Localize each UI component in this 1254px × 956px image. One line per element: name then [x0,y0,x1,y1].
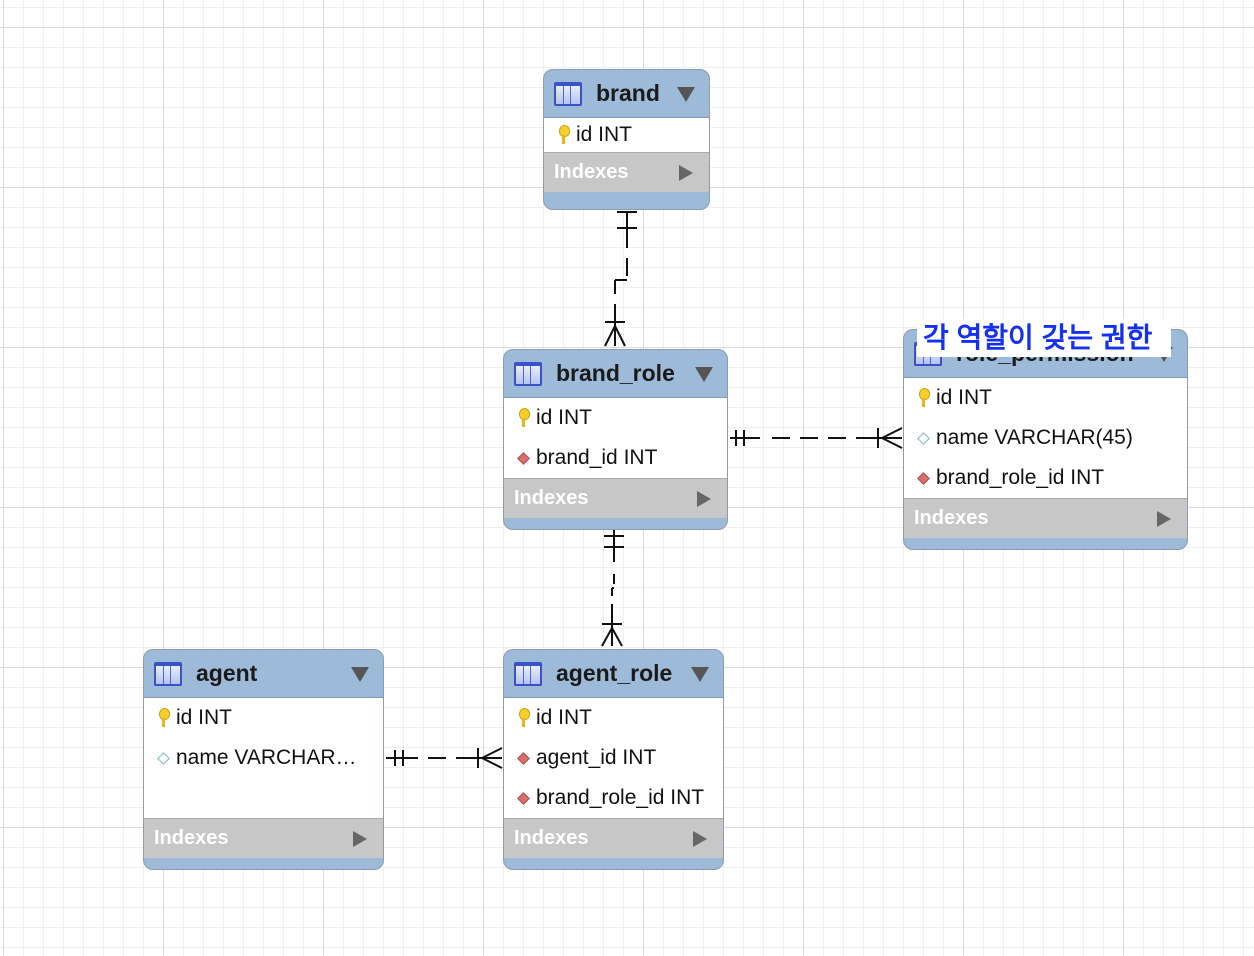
column-row[interactable]: brand_role_id INT [504,778,723,818]
key-icon [554,125,572,145]
column-label: id INT [176,706,233,729]
indexes-bar[interactable]: Indexes [144,818,383,858]
table-header[interactable]: agent_role [504,650,723,698]
table-footer [504,518,727,529]
table-header[interactable]: agent [144,650,383,698]
column-list: id INT name VARCHAR… [144,698,383,818]
table-footer [144,858,383,869]
column-label: id INT [576,123,633,146]
table-footer [544,192,709,206]
collapse-caret-icon[interactable] [691,667,709,682]
indexes-label: Indexes [154,827,229,849]
table-footer [504,858,723,869]
collapse-caret-icon[interactable] [695,367,713,382]
table-icon [154,661,182,686]
column-label: id INT [936,386,993,409]
table-brand[interactable]: brand id INT Indexes [543,69,710,210]
column-row[interactable]: name VARCHAR… [144,738,383,778]
relationship-brand-role-agent-role[interactable] [601,530,624,647]
indexes-label: Indexes [514,827,589,849]
column-row[interactable]: agent_id INT [504,738,723,778]
column-row[interactable]: id INT [144,698,383,738]
relationship-brand-brand-role[interactable] [604,211,637,347]
empty-row [144,778,383,818]
table-agent[interactable]: agent id INT name VARCHAR… Indexes [143,649,384,870]
table-icon [554,81,582,106]
expand-arrow-icon[interactable] [693,831,707,847]
column-list: id INT [544,118,709,152]
column-label: id INT [536,406,593,429]
column-label: brand_role_id INT [936,466,1105,489]
column-label: agent_id INT [536,746,657,769]
indexes-bar[interactable]: Indexes [504,478,727,518]
indexes-label: Indexes [514,487,589,509]
foreign-key-icon [514,451,532,465]
indexes-bar[interactable]: Indexes [904,498,1187,538]
column-label: brand_id INT [536,446,658,469]
relationship-brand-role-role-permission[interactable] [730,427,903,449]
attribute-icon [914,431,932,445]
table-header[interactable]: brand [544,70,709,118]
table-brand-role[interactable]: brand_role id INT brand_id INT Indexes [503,349,728,530]
expand-arrow-icon[interactable] [353,831,367,847]
column-list: id INT name VARCHAR(45) brand_role_id IN… [904,378,1187,498]
column-label: id INT [536,706,593,729]
indexes-label: Indexes [554,161,629,183]
column-list: id INT brand_id INT [504,398,727,478]
collapse-caret-icon[interactable] [351,667,369,682]
table-icon [514,661,542,686]
expand-arrow-icon[interactable] [1157,511,1171,527]
column-row[interactable]: id INT [504,698,723,738]
column-row[interactable]: id INT [544,118,709,152]
foreign-key-icon [514,791,532,805]
key-icon [154,708,172,728]
indexes-bar[interactable]: Indexes [504,818,723,858]
table-name: agent [196,660,258,686]
column-row[interactable]: brand_id INT [504,438,727,478]
table-name: agent_role [556,660,673,686]
expand-arrow-icon[interactable] [697,491,711,507]
column-row[interactable]: name VARCHAR(45) [904,418,1187,458]
column-label: name VARCHAR… [176,746,357,769]
column-row[interactable]: brand_role_id INT [904,458,1187,498]
indexes-bar[interactable]: Indexes [544,152,709,192]
table-name: brand_role [556,360,675,386]
table-icon [514,361,542,386]
attribute-icon [154,751,172,765]
relationship-agent-agent-role[interactable] [386,747,503,769]
annotation-note[interactable]: 각 역할이 갖는 권한 [917,319,1171,357]
foreign-key-icon [914,471,932,485]
key-icon [514,708,532,728]
key-icon [914,388,932,408]
table-agent-role[interactable]: agent_role id INT agent_id INT brand_rol… [503,649,724,870]
collapse-caret-icon[interactable] [677,87,695,102]
column-list: id INT agent_id INT brand_role_id INT [504,698,723,818]
column-row[interactable]: id INT [904,378,1187,418]
table-header[interactable]: brand_role [504,350,727,398]
table-role-permission[interactable]: role_permission id INT name VARCHAR(45) … [903,329,1188,550]
column-label: name VARCHAR(45) [936,426,1133,449]
key-icon [514,408,532,428]
expand-arrow-icon[interactable] [679,165,693,181]
table-name: brand [596,80,660,106]
foreign-key-icon [514,751,532,765]
table-footer [904,538,1187,549]
column-label: brand_role_id INT [536,786,705,809]
indexes-label: Indexes [914,507,989,529]
column-row[interactable]: id INT [504,398,727,438]
